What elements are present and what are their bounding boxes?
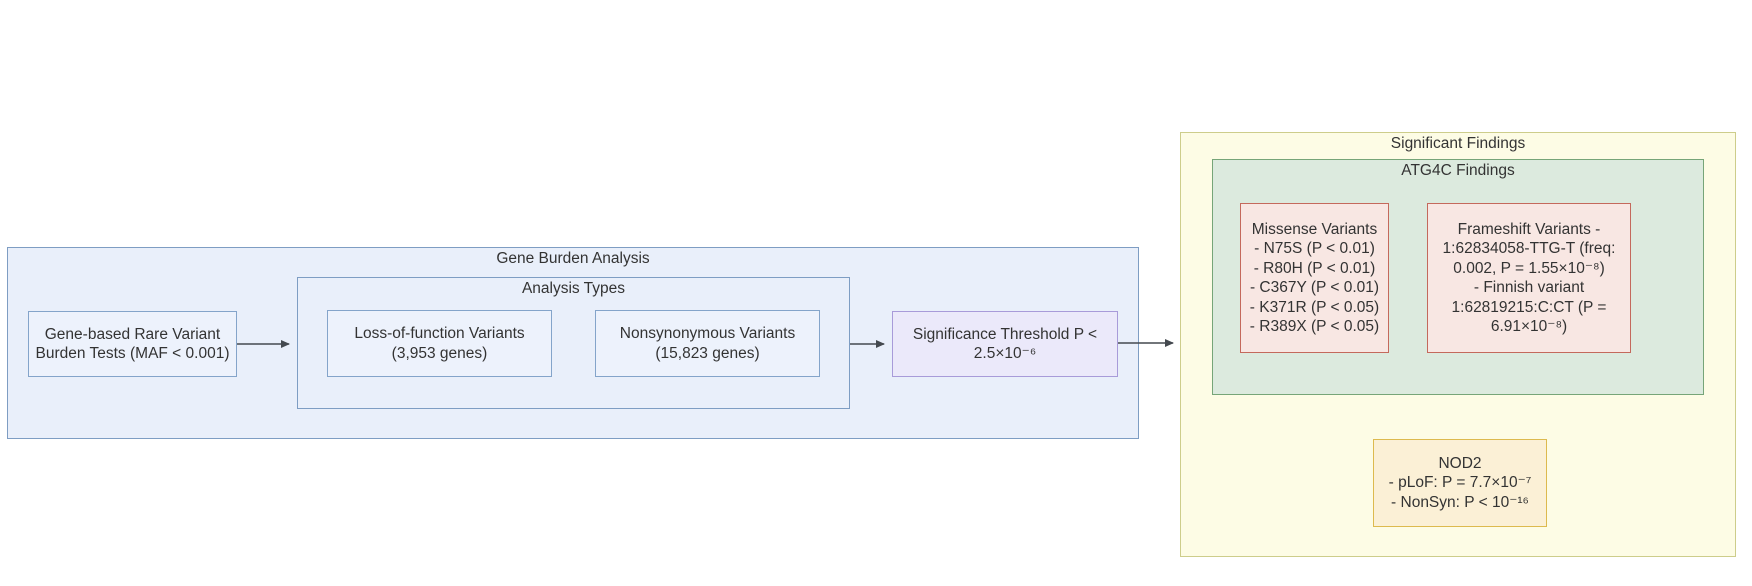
node-line: - Finnish variant bbox=[1473, 279, 1585, 296]
node-line: Nonsynonymous Variants bbox=[619, 325, 796, 342]
node-line: - K371R (P < 0.05) bbox=[1249, 298, 1380, 316]
node-line: (3,953 genes) bbox=[391, 344, 488, 362]
node-line: 1:62834058-TTG-T (freq: bbox=[1442, 240, 1616, 257]
node-line: 6.91×10⁻⁸) bbox=[1490, 318, 1568, 335]
missense-variants-node: Missense Variants - N75S (P < 0.01) - R8… bbox=[1240, 203, 1389, 353]
node-line: Missense Variants bbox=[1251, 220, 1378, 238]
nod2-node: NOD2 - pLoF: P = 7.7×10⁻⁷ - NonSyn: P < … bbox=[1373, 439, 1547, 527]
node-line: Significance Threshold P < bbox=[912, 325, 1098, 343]
frameshift-variants-node: Frameshift Variants - 1:62834058-TTG-T (… bbox=[1427, 203, 1631, 353]
node-line: - R80H (P < 0.01) bbox=[1253, 259, 1376, 277]
node-line: Burden Tests (MAF < 0.001) bbox=[35, 345, 230, 362]
significance-threshold-node: Significance Threshold P < 2.5×10⁻⁶ bbox=[892, 311, 1118, 377]
node-line: 1:62819215:C:CT (P = bbox=[1451, 298, 1607, 316]
node-line: Loss-of-function Variants bbox=[354, 325, 525, 342]
lof-variants-node: Loss-of-function Variants (3,953 genes) bbox=[327, 310, 552, 377]
analysis-types-title: Analysis Types bbox=[521, 280, 626, 297]
node-line: - N75S (P < 0.01) bbox=[1254, 240, 1375, 257]
node-line: - R389X (P < 0.05) bbox=[1249, 318, 1380, 335]
node-line: NOD2 bbox=[1438, 454, 1482, 472]
gene-burden-analysis-title: Gene Burden Analysis bbox=[496, 250, 650, 267]
node-line: (15,823 genes) bbox=[655, 344, 760, 362]
node-line: 0.002, P = 1.55×10⁻⁸) bbox=[1453, 259, 1605, 277]
burden-tests-node: Gene-based Rare Variant Burden Tests (MA… bbox=[28, 311, 237, 377]
node-line: Frameshift Variants - bbox=[1457, 220, 1601, 238]
significant-findings-title: Significant Findings bbox=[1390, 135, 1526, 152]
node-line: 2.5×10⁻⁶ bbox=[973, 345, 1037, 362]
node-line: - NonSyn: P < 10⁻¹⁶ bbox=[1391, 493, 1529, 511]
nonsyn-variants-node: Nonsynonymous Variants (15,823 genes) bbox=[595, 310, 820, 377]
node-line: - C367Y (P < 0.01) bbox=[1249, 279, 1380, 296]
node-line: Gene-based Rare Variant bbox=[44, 325, 221, 343]
node-line: - pLoF: P = 7.7×10⁻⁷ bbox=[1388, 474, 1532, 492]
atg4c-findings-title: ATG4C Findings bbox=[1401, 162, 1515, 179]
